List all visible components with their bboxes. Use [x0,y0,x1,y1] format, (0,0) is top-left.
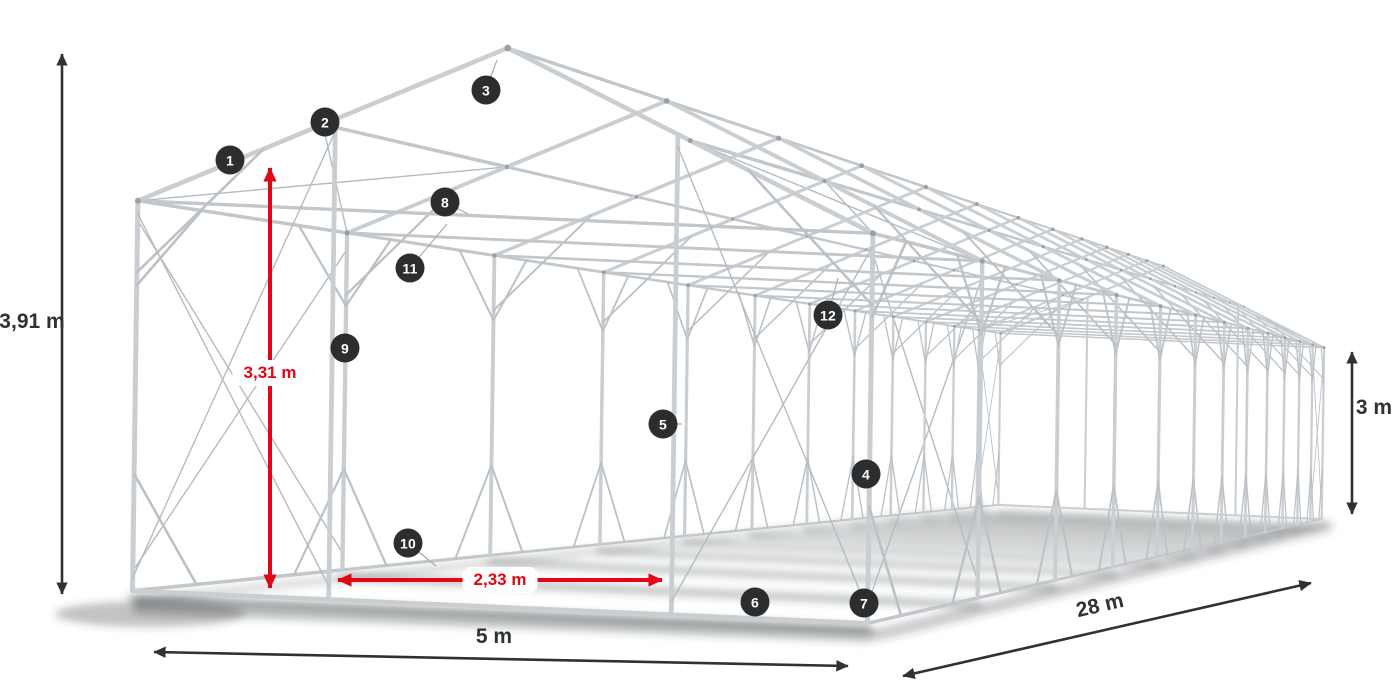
callout-2-badge: 2 [310,107,340,137]
callout-8-badge: 8 [430,187,460,217]
callout-6-badge: 6 [740,587,770,617]
callout-9-badge: 9 [330,333,360,363]
dim-total-height-label: 3,91 m [0,310,65,333]
dim-door-width-label: 2,33 m [462,567,538,593]
dim-door-height-label: 3,31 m [232,360,308,386]
callout-5-badge: 5 [648,409,678,439]
callout-12-badge: 12 [813,300,843,330]
callout-1-badge: 1 [215,145,245,175]
callout-7-badge: 7 [849,588,879,618]
callout-10-badge: 10 [393,528,423,558]
dim-width-label: 5 m [475,625,513,648]
callout-11-badge: 11 [395,253,425,283]
callout-3-badge: 3 [471,75,501,105]
callout-4-badge: 4 [851,459,881,489]
dim-side-height-label: 3 m [1355,396,1393,419]
